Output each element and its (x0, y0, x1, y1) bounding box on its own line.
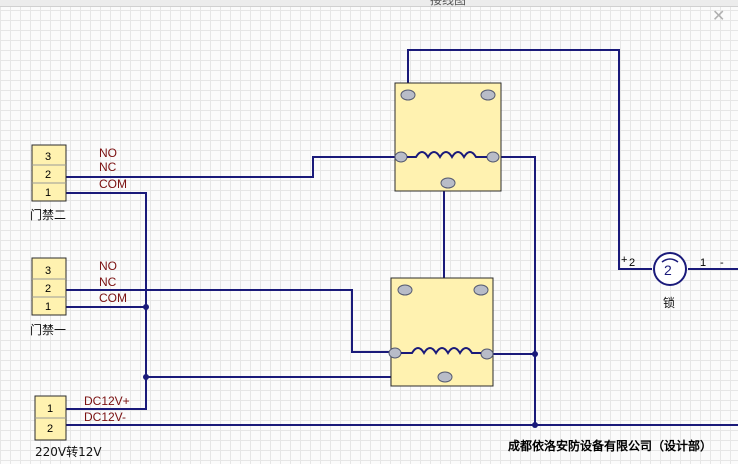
connector-name: 220V转12V (35, 444, 102, 459)
relay-pin[interactable] (473, 284, 489, 296)
lock-pin-minus: 1 (700, 257, 706, 269)
signal-label: NO (99, 259, 117, 273)
lock-plus-sign: + (621, 254, 627, 266)
wire-door2-nc (66, 156, 401, 178)
relay-pin[interactable] (480, 348, 494, 360)
wire-power-plus (66, 377, 147, 410)
lock-icon (653, 252, 687, 286)
pin-number: 2 (45, 169, 51, 181)
signal-label: COM (99, 177, 127, 191)
junction-dot (143, 374, 149, 380)
signal-label: DC12V+ (84, 394, 130, 408)
relay-body (394, 82, 502, 192)
relay-coil (407, 151, 487, 159)
relay-pin[interactable] (400, 89, 416, 101)
relay-pin[interactable] (394, 151, 408, 163)
relay-pin[interactable] (440, 177, 456, 189)
signal-label: DC12V- (84, 410, 126, 424)
lock-arc (661, 258, 679, 263)
wire-relay-lock (407, 49, 652, 270)
wire-top-coil-right (493, 156, 536, 425)
relay-top[interactable] (394, 82, 502, 192)
relay-pin[interactable] (480, 89, 496, 101)
pin-number: 1 (45, 187, 51, 199)
close-icon[interactable]: ✕ (712, 6, 726, 25)
connector-door1[interactable]: 3 2 1 NO NC COM 门禁一 (30, 257, 127, 337)
lock-name: 锁 (663, 295, 675, 310)
relay-pin[interactable] (397, 284, 413, 296)
connector-power[interactable]: 1 2 DC12V+ DC12V- 220V转12V (34, 394, 130, 459)
lock-pin-plus: 2 (629, 257, 635, 269)
pin-number: 1 (47, 403, 53, 415)
pin-number: 3 (45, 151, 51, 163)
lock-symbol: 2 (664, 262, 672, 278)
connector-door2[interactable]: 3 2 1 NO NC COM 门禁二 (30, 144, 127, 222)
relay-pin[interactable] (437, 371, 453, 383)
lock-minus-sign: - (720, 257, 724, 269)
signal-label: NO (99, 146, 117, 160)
wire-relay-link (405, 182, 448, 291)
junction-dot (143, 304, 149, 310)
junction-dot (532, 422, 538, 428)
relay-pin[interactable] (388, 347, 402, 359)
signal-label: COM (99, 291, 127, 305)
company-footer: 成都依洛安防设备有限公司（设计部） (508, 438, 712, 453)
wire-door2-com (66, 192, 147, 377)
connector-name: 门禁一 (30, 322, 66, 337)
signal-label: NC (99, 275, 117, 289)
pin-number: 2 (47, 423, 53, 435)
connector-body (31, 257, 67, 316)
relay-pin[interactable] (486, 151, 500, 163)
pin-number: 1 (45, 301, 51, 313)
connector-name: 门禁二 (30, 207, 66, 222)
junctions (143, 304, 538, 428)
lock[interactable]: 2 + 2 1 - 锁 (621, 252, 724, 310)
connector-body (31, 144, 67, 202)
wire-door1-nc (66, 289, 395, 353)
window-title-bar: 接线图 (0, 0, 738, 7)
pin-number: 3 (45, 265, 51, 277)
junction-dot (532, 351, 538, 357)
signal-label: NC (99, 160, 117, 174)
window-title: 接线图 (430, 0, 467, 7)
relay-coil (401, 347, 481, 355)
pin-number: 2 (45, 283, 51, 295)
relay-body (390, 277, 494, 387)
relay-bottom[interactable] (388, 277, 494, 387)
